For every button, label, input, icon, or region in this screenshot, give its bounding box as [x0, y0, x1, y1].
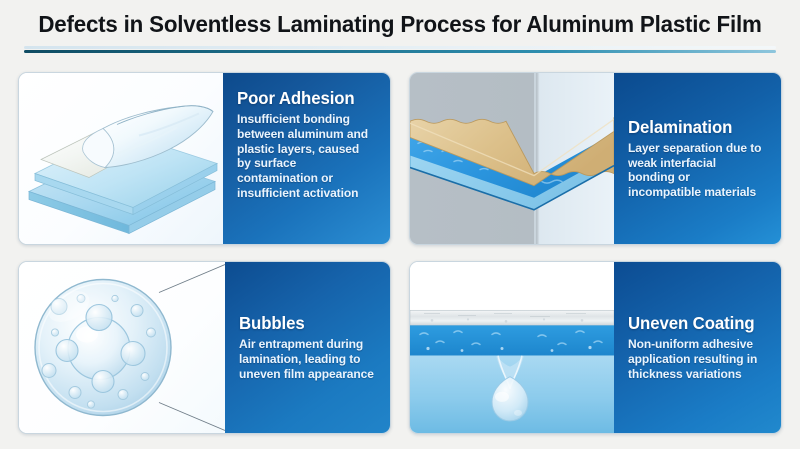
peeling-layers-icon — [27, 105, 219, 235]
card-heading: Poor Adhesion — [237, 88, 355, 108]
bent-laminate-icon — [410, 73, 614, 244]
header: Defects in Solventless Laminating Proces… — [0, 0, 800, 62]
peeling-layers-illustration — [19, 73, 223, 244]
panel-bubbles: Bubbles Air entrapment during lamination… — [225, 262, 390, 433]
adhesive-drip-cross-section-illustration — [410, 262, 614, 433]
defect-card-delamination[interactable]: Delamination Layer separation due to wea… — [409, 72, 782, 245]
card-heading: Delamination — [628, 116, 733, 137]
title-divider-highlight — [24, 46, 776, 49]
card-heading: Uneven Coating — [628, 312, 755, 333]
card-body: Layer separation due to weak interfacial… — [628, 140, 762, 199]
panel-uneven-coating: Uneven Coating Non-uniform adhesive appl… — [614, 262, 781, 433]
adhesive-drip-icon — [410, 262, 614, 433]
card-body: Insufficient bonding between aluminum an… — [237, 112, 368, 200]
defect-card-uneven-coating[interactable]: Uneven Coating Non-uniform adhesive appl… — [409, 261, 782, 434]
card-body: Air entrapment during lamination, leadin… — [239, 337, 374, 381]
card-heading: Bubbles — [239, 312, 305, 333]
title-divider — [24, 50, 776, 53]
bent-laminate-cross-section-illustration — [410, 73, 614, 244]
magnified-bubbles-icon — [34, 264, 225, 431]
defect-card-poor-adhesion[interactable]: Poor Adhesion Insufficient bonding betwe… — [18, 72, 391, 245]
defect-card-bubbles[interactable]: Bubbles Air entrapment during lamination… — [18, 261, 391, 434]
magnified-bubbles-illustration — [19, 262, 225, 433]
defect-card-grid: Poor Adhesion Insufficient bonding betwe… — [18, 72, 782, 434]
card-body: Non-uniform adhesive application resulti… — [628, 337, 758, 381]
panel-poor-adhesion: Poor Adhesion Insufficient bonding betwe… — [223, 73, 390, 244]
page-title: Defects in Solventless Laminating Proces… — [38, 11, 762, 37]
panel-delamination: Delamination Layer separation due to wea… — [614, 73, 781, 244]
